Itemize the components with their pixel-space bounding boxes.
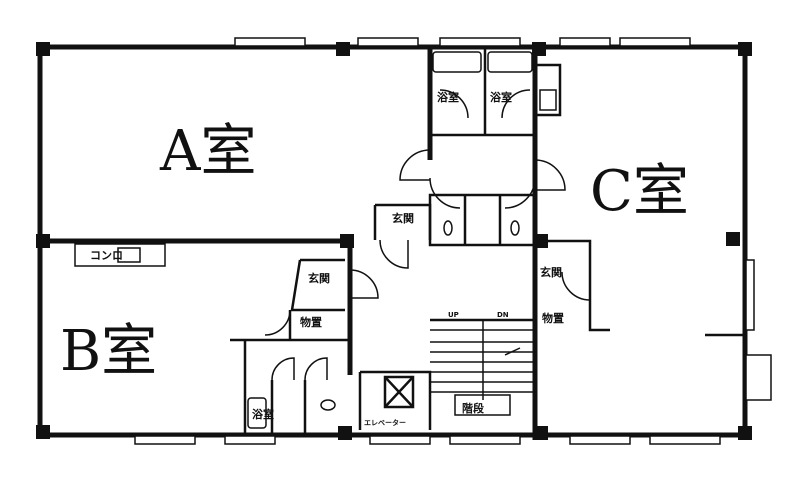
elevator-label: エレベーター	[364, 418, 406, 427]
room-b-label: B室	[60, 319, 157, 384]
stairs-label: 階段	[462, 401, 484, 415]
room-a-label: A室	[159, 119, 256, 184]
room-c-label: C室	[590, 159, 689, 224]
entrance-b-label: 玄関	[308, 271, 330, 285]
elevator-shaft	[383, 375, 415, 409]
interior-walls	[40, 47, 745, 440]
stairs	[430, 320, 535, 416]
entrance-a-label: 玄関	[392, 211, 414, 225]
bath-b-label: 浴室	[252, 407, 274, 421]
stairs-down-label: DN	[497, 311, 509, 319]
storage-c-label: 物置	[542, 311, 564, 325]
door-swings	[264, 89, 591, 381]
bath-2-label: 浴室	[490, 90, 512, 104]
windows	[134, 37, 772, 445]
fixtures	[74, 51, 557, 429]
storage-b-label: 物置	[300, 315, 322, 329]
kitchen-b-label: コンロ	[90, 249, 123, 262]
entrance-c-label: 玄関	[540, 265, 562, 279]
bath-1-label: 浴室	[437, 90, 459, 104]
stairs-up-label: UP	[448, 311, 459, 319]
